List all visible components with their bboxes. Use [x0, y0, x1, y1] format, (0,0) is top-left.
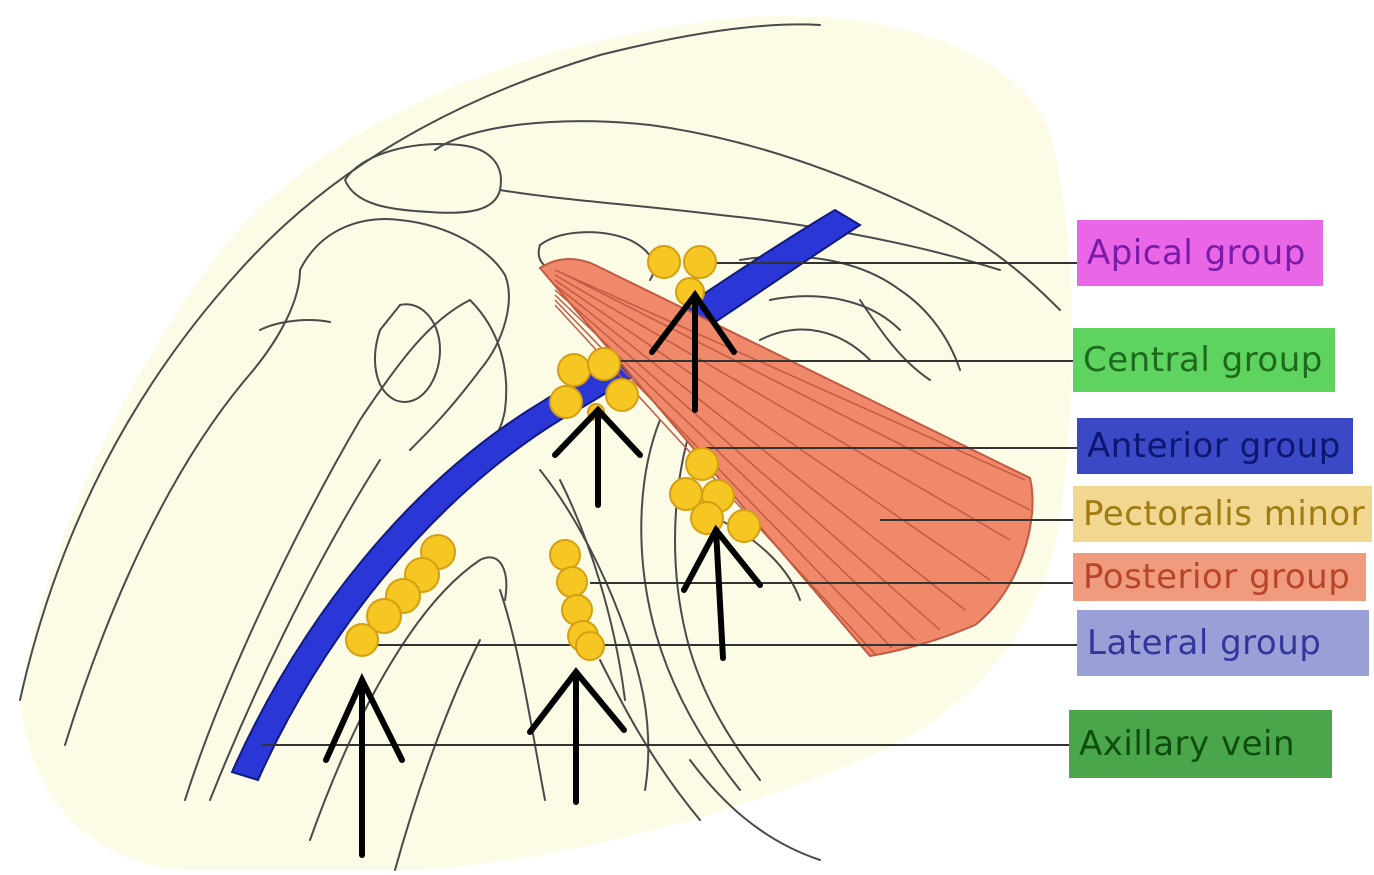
label-apical-group: Apical group [1077, 220, 1323, 286]
label-posterior-text: Posterior group [1083, 557, 1350, 597]
lymph-node [558, 354, 590, 386]
lymph-node [346, 624, 378, 656]
lymph-node [557, 567, 587, 597]
label-pectoralis-text: Pectoralis minor [1083, 494, 1365, 534]
lymph-node [550, 540, 580, 570]
label-anterior-group: Anterior group [1077, 418, 1353, 474]
lymph-node [576, 632, 604, 660]
label-apical-text: Apical group [1087, 233, 1306, 273]
lymph-node [728, 510, 760, 542]
label-anterior-text: Anterior group [1087, 426, 1341, 466]
label-lateral-text: Lateral group [1087, 623, 1321, 663]
lymph-node [648, 246, 680, 278]
label-central-text: Central group [1083, 340, 1323, 380]
label-central-group: Central group [1073, 328, 1335, 392]
label-lateral-group: Lateral group [1077, 610, 1369, 676]
lymph-node [684, 246, 716, 278]
lymph-node [606, 379, 638, 411]
lymph-node [686, 448, 718, 480]
lymph-node [550, 386, 582, 418]
lymph-node [562, 595, 592, 625]
lymph-node [588, 348, 620, 380]
label-axvein-text: Axillary vein [1079, 724, 1295, 764]
label-axillary-vein: Axillary vein [1069, 710, 1332, 778]
label-posterior-group: Posterior group [1073, 553, 1366, 601]
label-pectoralis-minor: Pectoralis minor [1073, 486, 1372, 542]
